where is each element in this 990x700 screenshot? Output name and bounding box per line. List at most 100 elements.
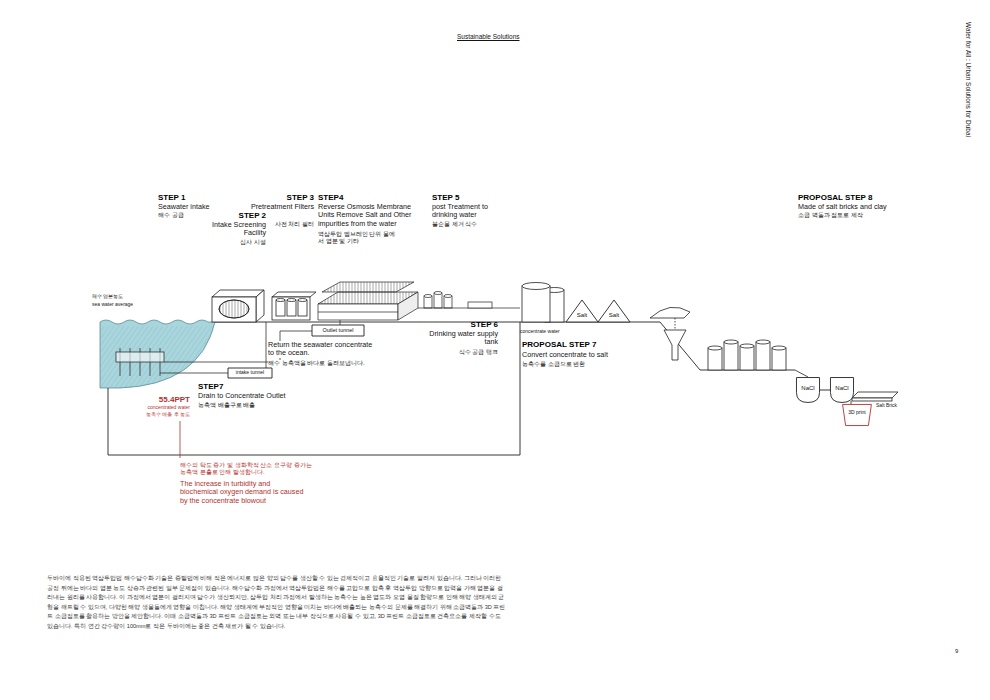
ocean-part: [100, 326, 215, 388]
step-number: STEP 1: [158, 193, 185, 202]
salt-tanks-part: [756, 340, 770, 344]
ground-outline: [108, 322, 795, 455]
ro-membrane-units-part: [318, 312, 398, 313]
step-korean: 해수 공급: [158, 212, 218, 219]
ocean-note: 해수 염분농도: [92, 294, 123, 300]
salt-brick-part: [852, 398, 892, 401]
post-treatment-cylinders-part: [468, 302, 492, 308]
salt-tanks-part: [708, 348, 722, 370]
node-text: Salt: [566, 300, 598, 319]
tank-label: concentrate water: [520, 329, 560, 335]
salt-tanks-part: [795, 370, 808, 377]
page-number: 9: [955, 648, 958, 655]
node-text: Outlet tunnel: [312, 325, 364, 333]
salt-pile: Salt: [566, 300, 598, 322]
node-text: 3D print: [842, 404, 872, 416]
screening-facility-part: [219, 300, 249, 318]
intake-pipes-part: [340, 320, 341, 325]
step-title: Drinking water supply tank: [428, 330, 498, 347]
screening-facility-part: [212, 297, 256, 322]
tunnel-box-shape: [228, 368, 272, 378]
pretreatment-filters: [272, 292, 316, 320]
node-text: NaCl: [796, 377, 820, 392]
step-korean: 농축액 배출구로 배출: [198, 402, 298, 409]
step-number: STEP7: [198, 382, 223, 391]
ocean-note: sea water average: [92, 302, 133, 308]
note-korean: 해수 농축액을 바다로 돌려보냅니다.: [268, 360, 388, 367]
salt-tanks-part: [740, 344, 754, 348]
salt-pile-outline: [566, 300, 598, 322]
node-text: intake tunnel: [228, 368, 272, 376]
screening-facility: [212, 290, 264, 322]
salt-pile-shape: [566, 300, 598, 322]
ro-membrane-units: [318, 282, 418, 320]
screening-facility-part: [219, 300, 249, 318]
tunnel-box: intake tunnel: [228, 368, 272, 378]
pretreatment-filters-part: [298, 299, 307, 302]
red-leader-part: [180, 421, 181, 458]
step-title: Pretreatment Filters: [244, 203, 314, 211]
funnel-part: [675, 318, 676, 330]
nacl-container: NaCl: [830, 377, 854, 403]
step-title: Made of salt bricks and clay: [798, 203, 918, 211]
ocean: [100, 320, 215, 388]
print-pot-shape: [843, 404, 872, 425]
concentrate-tank: [522, 283, 564, 323]
post-treatment-cylinders-part: [444, 295, 452, 298]
step-title: Convert concentrate to salt: [522, 351, 642, 359]
step-title: Seawater intake: [158, 203, 238, 211]
pretreatment-filters-part: [298, 300, 307, 316]
pipe-line: [820, 390, 830, 391]
salt-tanks-part: [708, 346, 722, 350]
salinity-note: concentrated water: [110, 405, 190, 411]
pipe-connector: [820, 390, 830, 391]
salinity-value: 55.4PPT: [110, 395, 190, 404]
salt-brick-part: [851, 401, 852, 404]
ground-outline-part: [215, 322, 795, 370]
node-text: NaCl: [830, 377, 854, 392]
funnel: [650, 307, 690, 360]
ro-membrane-units-part: [322, 282, 414, 292]
screening-facility-part: [212, 290, 264, 297]
concentrate-tank-part: [522, 283, 550, 290]
body-text: 두바이에 적용된 역삼투압법 해수담수화 기술은 증발법에 비해 적은 에너지로…: [47, 574, 507, 632]
red-leader: [180, 421, 181, 458]
funnel-part: [664, 330, 686, 360]
salt-tanks-part: [724, 342, 738, 370]
intake-pipes-part: [160, 373, 228, 374]
post-treatment-cylinders-part: [434, 293, 442, 308]
salt-tanks-part: [724, 340, 738, 344]
running-title: Water for All : Urban Solutions for Duba…: [964, 22, 972, 137]
step-korean: 사전 처리 필터: [244, 221, 314, 228]
ro-membrane-units-part: [318, 304, 398, 320]
post-treatment-cylinders-part: [424, 295, 432, 298]
note: Return the seawater concentrate to the o…: [268, 341, 376, 358]
salt-brick-part: [852, 392, 898, 398]
intake-pipes-part: [116, 352, 164, 362]
step-number: PROPOSAL STEP 7: [522, 340, 596, 349]
tunnel-box: Outlet tunnel: [312, 325, 364, 336]
step-number: PROPOSAL STEP 8: [798, 193, 872, 202]
ro-membrane-units-part: [398, 292, 418, 320]
tunnel-box-shape: [312, 325, 364, 336]
step-number: STEP 6: [428, 320, 498, 329]
step-korean: 농축수를 소금으로 변환: [522, 361, 622, 368]
intake-pipes-part: [266, 322, 267, 368]
salt-tanks: [708, 340, 808, 377]
step-title: Drain to Concentrate Outlet: [198, 392, 308, 400]
print-pot: 3D print: [842, 404, 872, 426]
step-korean: 식수 공급 탱크: [428, 349, 498, 356]
pretreatment-filters-part: [272, 292, 316, 297]
step-number: STEP 5: [432, 193, 459, 202]
step-number: STEP4: [318, 193, 343, 202]
nacl-container: NaCl: [796, 377, 820, 403]
node-text: Salt: [598, 300, 630, 319]
pretreatment-filters-part: [272, 297, 310, 320]
step-korean: 불순물 제거 식수: [432, 221, 502, 228]
step-korean: 심사 시설: [196, 239, 266, 246]
step-number: STEP 2: [196, 211, 266, 220]
salinity-note: 농축수 배출 후 농도: [110, 412, 190, 418]
salt-tanks-part: [740, 346, 754, 370]
nacl-container-shape: [830, 378, 853, 403]
header: Sustainable Solutions: [457, 33, 520, 41]
